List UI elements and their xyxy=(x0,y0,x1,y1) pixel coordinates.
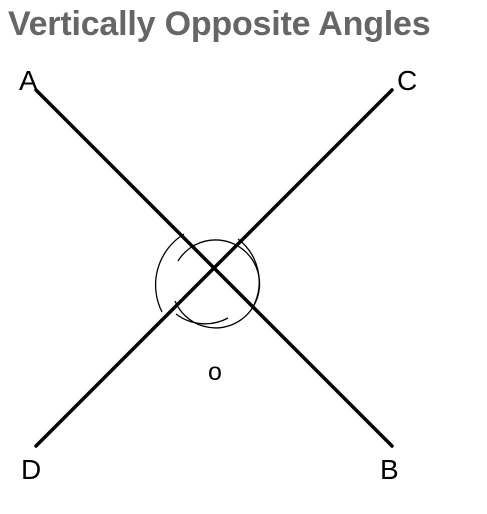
label-o: o xyxy=(208,358,222,386)
label-d: D xyxy=(21,454,41,485)
angle-arc-inner xyxy=(174,239,261,329)
angle-arc-bottom xyxy=(175,313,229,325)
angle-arc-right-outer xyxy=(237,238,260,306)
label-a: A xyxy=(19,65,38,96)
line-cd xyxy=(34,88,394,448)
page-title: Vertically Opposite Angles xyxy=(8,5,431,43)
label-b: B xyxy=(380,454,399,485)
label-c: C xyxy=(397,65,417,96)
angle-arc-left-outer xyxy=(154,233,185,313)
